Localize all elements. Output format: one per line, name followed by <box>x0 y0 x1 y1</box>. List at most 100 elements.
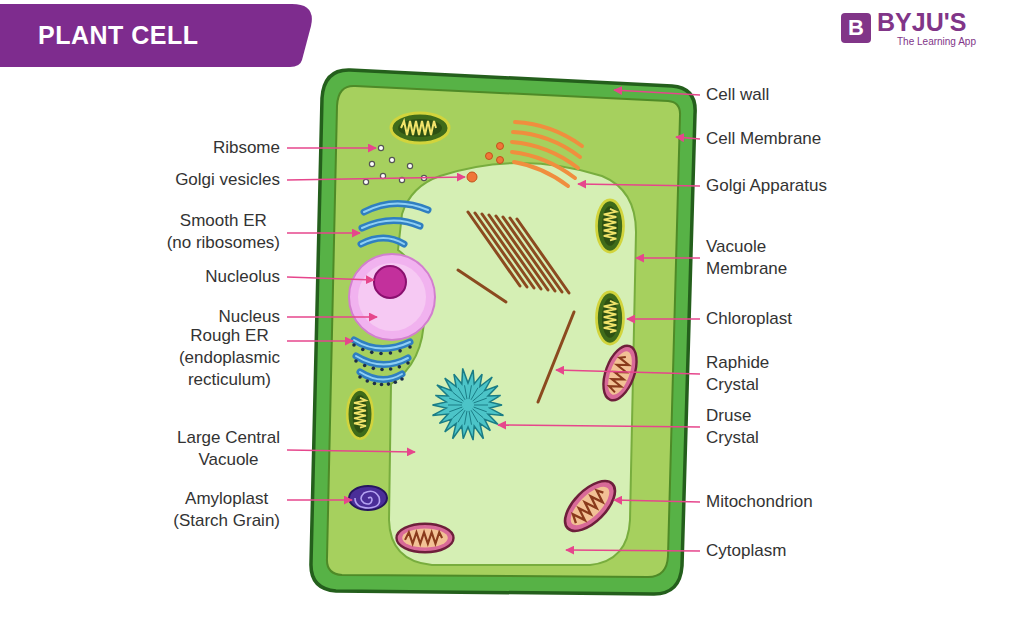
leader-line <box>627 318 700 320</box>
ribosome <box>378 145 383 150</box>
er-ribosome <box>380 368 384 372</box>
ribosome <box>369 161 374 166</box>
leader-line <box>556 370 700 374</box>
part-label: Chloroplast <box>706 308 792 330</box>
leader-line <box>578 184 700 186</box>
er-lumen <box>354 340 410 349</box>
er-ribosome <box>365 379 369 383</box>
er-tube <box>364 203 428 212</box>
mitochondrion <box>557 473 624 540</box>
leader-line <box>566 550 700 551</box>
part-label: Rough ER (endoplasmic recticulum) <box>179 325 280 391</box>
part-label: Cytoplasm <box>706 540 786 562</box>
leader-line <box>287 232 360 234</box>
nucleus <box>349 254 435 340</box>
leader-line <box>287 316 377 318</box>
ribosome <box>407 163 412 168</box>
er-lumen <box>361 238 404 244</box>
smooth-er <box>361 203 428 244</box>
er-ribosome <box>400 377 404 381</box>
druse-facet <box>469 385 471 399</box>
er-ribosome <box>380 383 384 387</box>
leader-line <box>498 425 700 427</box>
chloroplast <box>391 113 449 143</box>
part-label: Large Central Vacuole <box>177 427 280 471</box>
er-ribosome <box>370 351 374 355</box>
chloroplast <box>597 200 624 252</box>
leader-line <box>614 500 700 502</box>
part-label: Smooth ER (no ribosomes) <box>167 210 280 254</box>
golgi-apparatus <box>512 122 582 186</box>
golgi-cisterna <box>514 162 568 186</box>
er-ribosome <box>393 380 397 384</box>
part-label: Nucleolus <box>205 266 280 288</box>
druse-crystal <box>433 368 504 440</box>
golgi-vesicle <box>497 157 504 164</box>
druse-facet <box>474 398 487 403</box>
ribosome <box>363 179 368 184</box>
druse-facet <box>471 410 478 422</box>
leader-lines <box>287 90 700 551</box>
part-label: Golgi Apparatus <box>706 175 827 197</box>
er-ribosome <box>358 375 362 379</box>
amyloplast <box>349 486 387 510</box>
cell-membrane <box>327 86 680 577</box>
er-lumen <box>356 356 408 365</box>
druse-facet <box>469 411 471 425</box>
raphide-rod <box>538 312 574 402</box>
druse-facet <box>474 405 488 406</box>
starch-spiral <box>355 491 380 508</box>
er-lumen <box>362 220 420 228</box>
part-label: Nucleus <box>219 306 280 328</box>
er-ribosome <box>408 345 412 349</box>
er-lumen <box>364 203 428 212</box>
logo-letter: B <box>848 17 864 39</box>
er-tube <box>360 372 402 380</box>
logo-box <box>841 13 871 43</box>
druse-facet <box>458 388 465 400</box>
nucleoplasm <box>358 263 426 331</box>
title-banner <box>0 4 312 67</box>
er-tube <box>356 356 408 365</box>
druse-body <box>433 368 504 440</box>
er-ribosome <box>361 348 365 352</box>
er-ribosome <box>379 352 383 356</box>
leader-line <box>636 257 700 259</box>
leader-line <box>287 277 374 280</box>
er-ribosome <box>352 343 356 347</box>
raphide-needle <box>517 219 569 293</box>
part-label: Cell Membrane <box>706 128 821 150</box>
er-ribosome <box>354 359 358 363</box>
rough-er <box>352 340 412 386</box>
raphide-needle <box>503 217 555 291</box>
nucleolus <box>374 266 406 298</box>
er-ribosome <box>406 361 410 365</box>
druse-facet <box>449 407 462 412</box>
part-label: Cell wall <box>706 84 769 106</box>
golgi-vesicle <box>497 143 504 150</box>
golgi-vesicle <box>486 153 493 160</box>
er-ribosome <box>363 364 367 368</box>
er-ribosome <box>373 382 377 386</box>
er-tube <box>354 340 410 349</box>
er-ribosome <box>398 365 402 369</box>
raphide-crystal <box>458 212 574 402</box>
logo-tagline: The Learning App <box>897 36 976 48</box>
mitochondrion <box>597 341 643 404</box>
er-ribosome <box>372 367 376 371</box>
er-lumen <box>360 372 402 380</box>
part-label: Vacuole Membrane <box>706 236 787 280</box>
part-label: Mitochondrion <box>706 491 813 513</box>
mitochondrion <box>397 524 454 553</box>
leader-line <box>287 499 352 501</box>
diagram-title: PLANT CELL <box>38 21 199 50</box>
er-tube <box>362 220 420 228</box>
golgi-vesicle <box>467 172 477 182</box>
er-ribosome <box>389 367 393 371</box>
leader-line <box>287 450 415 452</box>
raphide-rod <box>458 270 506 302</box>
leader-line <box>287 340 353 342</box>
part-label: Druse Crystal <box>706 405 759 449</box>
leader-line <box>287 147 376 149</box>
